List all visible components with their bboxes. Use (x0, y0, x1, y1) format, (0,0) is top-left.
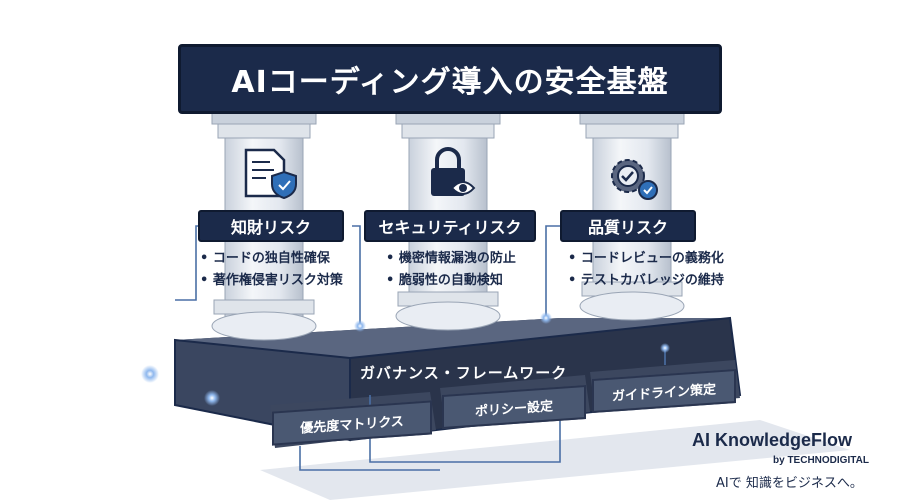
pillar-bullets-security: 機密情報漏洩の防止 脆弱性の自動検知 (386, 248, 516, 292)
list-item: コードの独自性確保 (200, 248, 343, 270)
list-item: 脆弱性の自動検知 (386, 270, 516, 292)
pillar-label-ip: 知財リスク (198, 210, 344, 242)
glow-dot (660, 343, 670, 353)
pillar-label-quality: 品質リスク (560, 210, 696, 242)
gear-check-icon (611, 159, 658, 200)
page-title: AIコーディング導入の安全基盤 (231, 65, 669, 100)
glow-dot (204, 390, 220, 406)
brand-tagline: AIで 知識をビジネスへ。 (716, 476, 863, 491)
title-banner: AIコーディング導入の安全基盤 (178, 44, 722, 114)
pillar-label-security: セキュリティリスク (364, 210, 536, 242)
foundation-shadow (260, 420, 850, 500)
lock-eye-icon (431, 147, 476, 196)
foundation-label: ガバナンス・フレームワーク (360, 364, 568, 382)
glow-dot (354, 320, 366, 332)
glow-dot (540, 312, 552, 324)
glow-dot (141, 365, 159, 383)
list-item: コードレビューの義務化 (568, 248, 724, 270)
list-item: テストカバレッジの維持 (568, 270, 724, 292)
brand-name: AI KnowledgeFlow (692, 430, 852, 450)
document-shield-icon (244, 148, 297, 200)
list-item: 著作権侵害リスク対策 (200, 270, 343, 292)
brand-byline: by TECHNODIGITAL (773, 455, 869, 466)
pillar-bullets-ip: コードの独自性確保 著作権侵害リスク対策 (200, 248, 343, 292)
pillar-bullets-quality: コードレビューの義務化 テストカバレッジの維持 (568, 248, 724, 292)
list-item: 機密情報漏洩の防止 (386, 248, 516, 270)
